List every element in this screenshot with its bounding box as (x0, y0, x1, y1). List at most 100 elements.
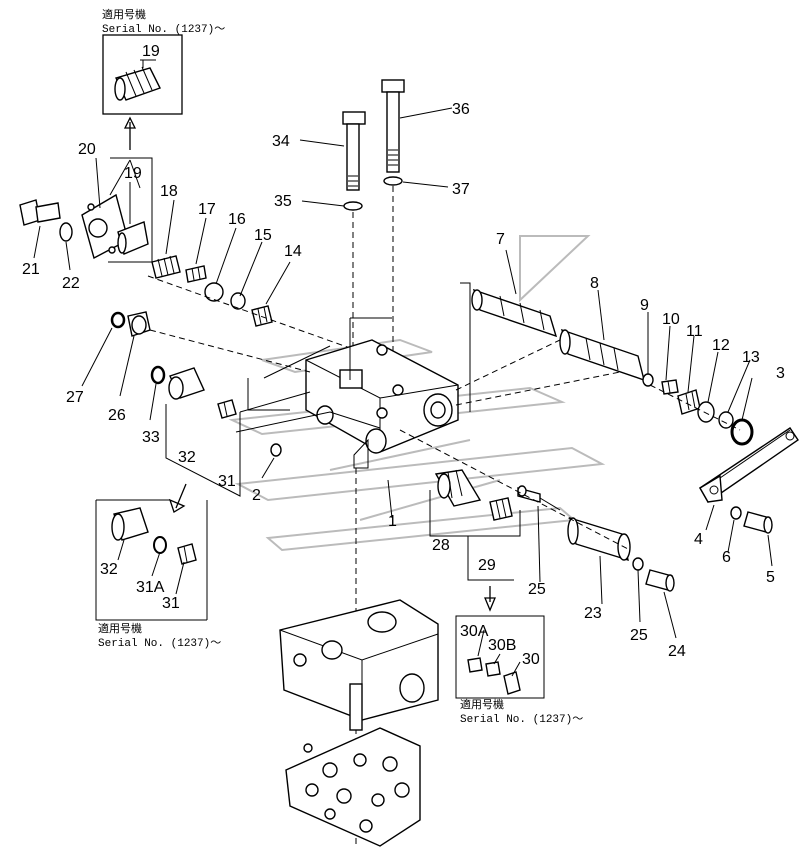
label-21: 21 (22, 261, 40, 278)
spring-30-inset (503, 671, 521, 695)
pin-26 (517, 485, 561, 511)
oring-28 (110, 311, 126, 329)
label-11: 11 (686, 323, 703, 340)
label-19: 19 (124, 165, 142, 182)
label-16: 16 (228, 211, 246, 228)
washer-37 (383, 176, 403, 186)
arrow-up-19 (123, 116, 137, 150)
washer-22 (59, 222, 73, 242)
label-35: 35 (274, 193, 292, 210)
bolt-24 (645, 569, 675, 592)
leader-lines (33, 107, 773, 677)
label-31-inset: 31 (162, 595, 180, 612)
label-34: 34 (272, 133, 290, 150)
label-23: 23 (584, 605, 602, 622)
label-22: 22 (62, 275, 80, 292)
label-36: 36 (452, 101, 470, 118)
valve-body-1 (305, 317, 459, 469)
label-32-inset: 32 (100, 561, 118, 578)
label-12: 12 (712, 337, 730, 354)
label-30B: 30B (488, 637, 516, 654)
label-1: 1 (388, 513, 397, 530)
label-3: 3 (776, 365, 785, 382)
label-37: 37 (452, 181, 470, 198)
label-9: 9 (640, 297, 649, 314)
bolt-34 (342, 111, 366, 191)
label-24: 24 (668, 643, 686, 660)
label-10: 10 (662, 311, 680, 328)
label-14: 14 (284, 243, 302, 260)
label-13: 13 (742, 349, 760, 366)
note-left-serial: Serial No. (1237)～ (98, 638, 221, 650)
spring-31 (217, 399, 237, 419)
cover-group-20 (81, 157, 153, 263)
label-31: 31 (218, 473, 236, 490)
washer-6 (730, 506, 742, 520)
plug-32 (168, 367, 205, 400)
oring-33 (150, 365, 166, 385)
retainer-12 (697, 401, 715, 423)
spring-18 (151, 255, 181, 279)
spool-7 (471, 288, 558, 338)
lower-valve-block (279, 599, 439, 731)
label-5: 5 (766, 569, 775, 586)
arrow-down-32 (168, 483, 187, 513)
spool-19-inset (114, 66, 161, 101)
label-31A: 31A (136, 579, 165, 596)
label-29: 28 (432, 537, 450, 554)
bolt-36 (381, 79, 405, 173)
label-15: 15 (254, 227, 272, 244)
serial-note-right: 適用号機 Serial No. (1237)～ (455, 615, 583, 726)
spring-10 (661, 379, 679, 395)
spring-30B-inset (485, 661, 501, 677)
spring-14 (251, 305, 273, 327)
label-26: 25 (528, 581, 546, 598)
label-2: 2 (252, 487, 261, 504)
label-30: 29 (478, 557, 496, 574)
washer-35 (343, 201, 363, 211)
arrow-down-30 (484, 586, 496, 612)
plug-2 (270, 443, 282, 457)
ring-13 (718, 411, 734, 429)
cover-4 (699, 427, 799, 504)
serial-note-top: 適用号機 Serial No. (1237)～ (102, 7, 225, 115)
label-19-top: 19 (142, 43, 160, 60)
label-7: 7 (496, 231, 505, 248)
note-left-jp: 適用号機 (98, 621, 142, 636)
label-6: 6 (722, 549, 731, 566)
label-27: 26 (108, 407, 126, 424)
note-top-serial: Serial No. (1237)～ (102, 24, 225, 36)
base-plate (285, 727, 421, 847)
ring-15 (230, 292, 246, 310)
label-4: 4 (694, 531, 703, 548)
label-30A: 30A (460, 623, 489, 640)
sleeve-23 (567, 516, 631, 562)
bolt-21 (19, 199, 61, 226)
spring-31-inset (177, 543, 197, 565)
label-17: 17 (198, 201, 216, 218)
seal-16 (204, 282, 224, 302)
spring-30 (489, 497, 513, 521)
note-right-jp: 適用号機 (460, 697, 504, 712)
label-8: 8 (590, 275, 599, 292)
ring-9 (642, 373, 654, 387)
plug-27 (127, 311, 151, 337)
note-right-serial: Serial No. (1237)～ (460, 714, 583, 726)
label-25: 25 (630, 627, 648, 644)
label-32: 32 (178, 449, 196, 466)
spool-8 (559, 328, 645, 382)
part-labels: 19 19 20 18 17 16 15 14 21 22 34 35 36 3… (22, 43, 785, 668)
spring-17 (185, 265, 207, 283)
bolt-5 (743, 511, 773, 534)
spring-30A-inset (467, 657, 483, 673)
oring-3 (730, 418, 754, 446)
spool-29 (434, 469, 482, 507)
note-top-jp: 適用号機 (102, 7, 146, 22)
label-30-inset: 30 (522, 651, 540, 668)
oring-31A (153, 536, 167, 554)
washer-25 (632, 557, 644, 571)
serial-note-left: 適用号機 Serial No. (1237)～ (95, 499, 221, 650)
label-28: 27 (66, 389, 84, 406)
label-18: 18 (160, 183, 178, 200)
